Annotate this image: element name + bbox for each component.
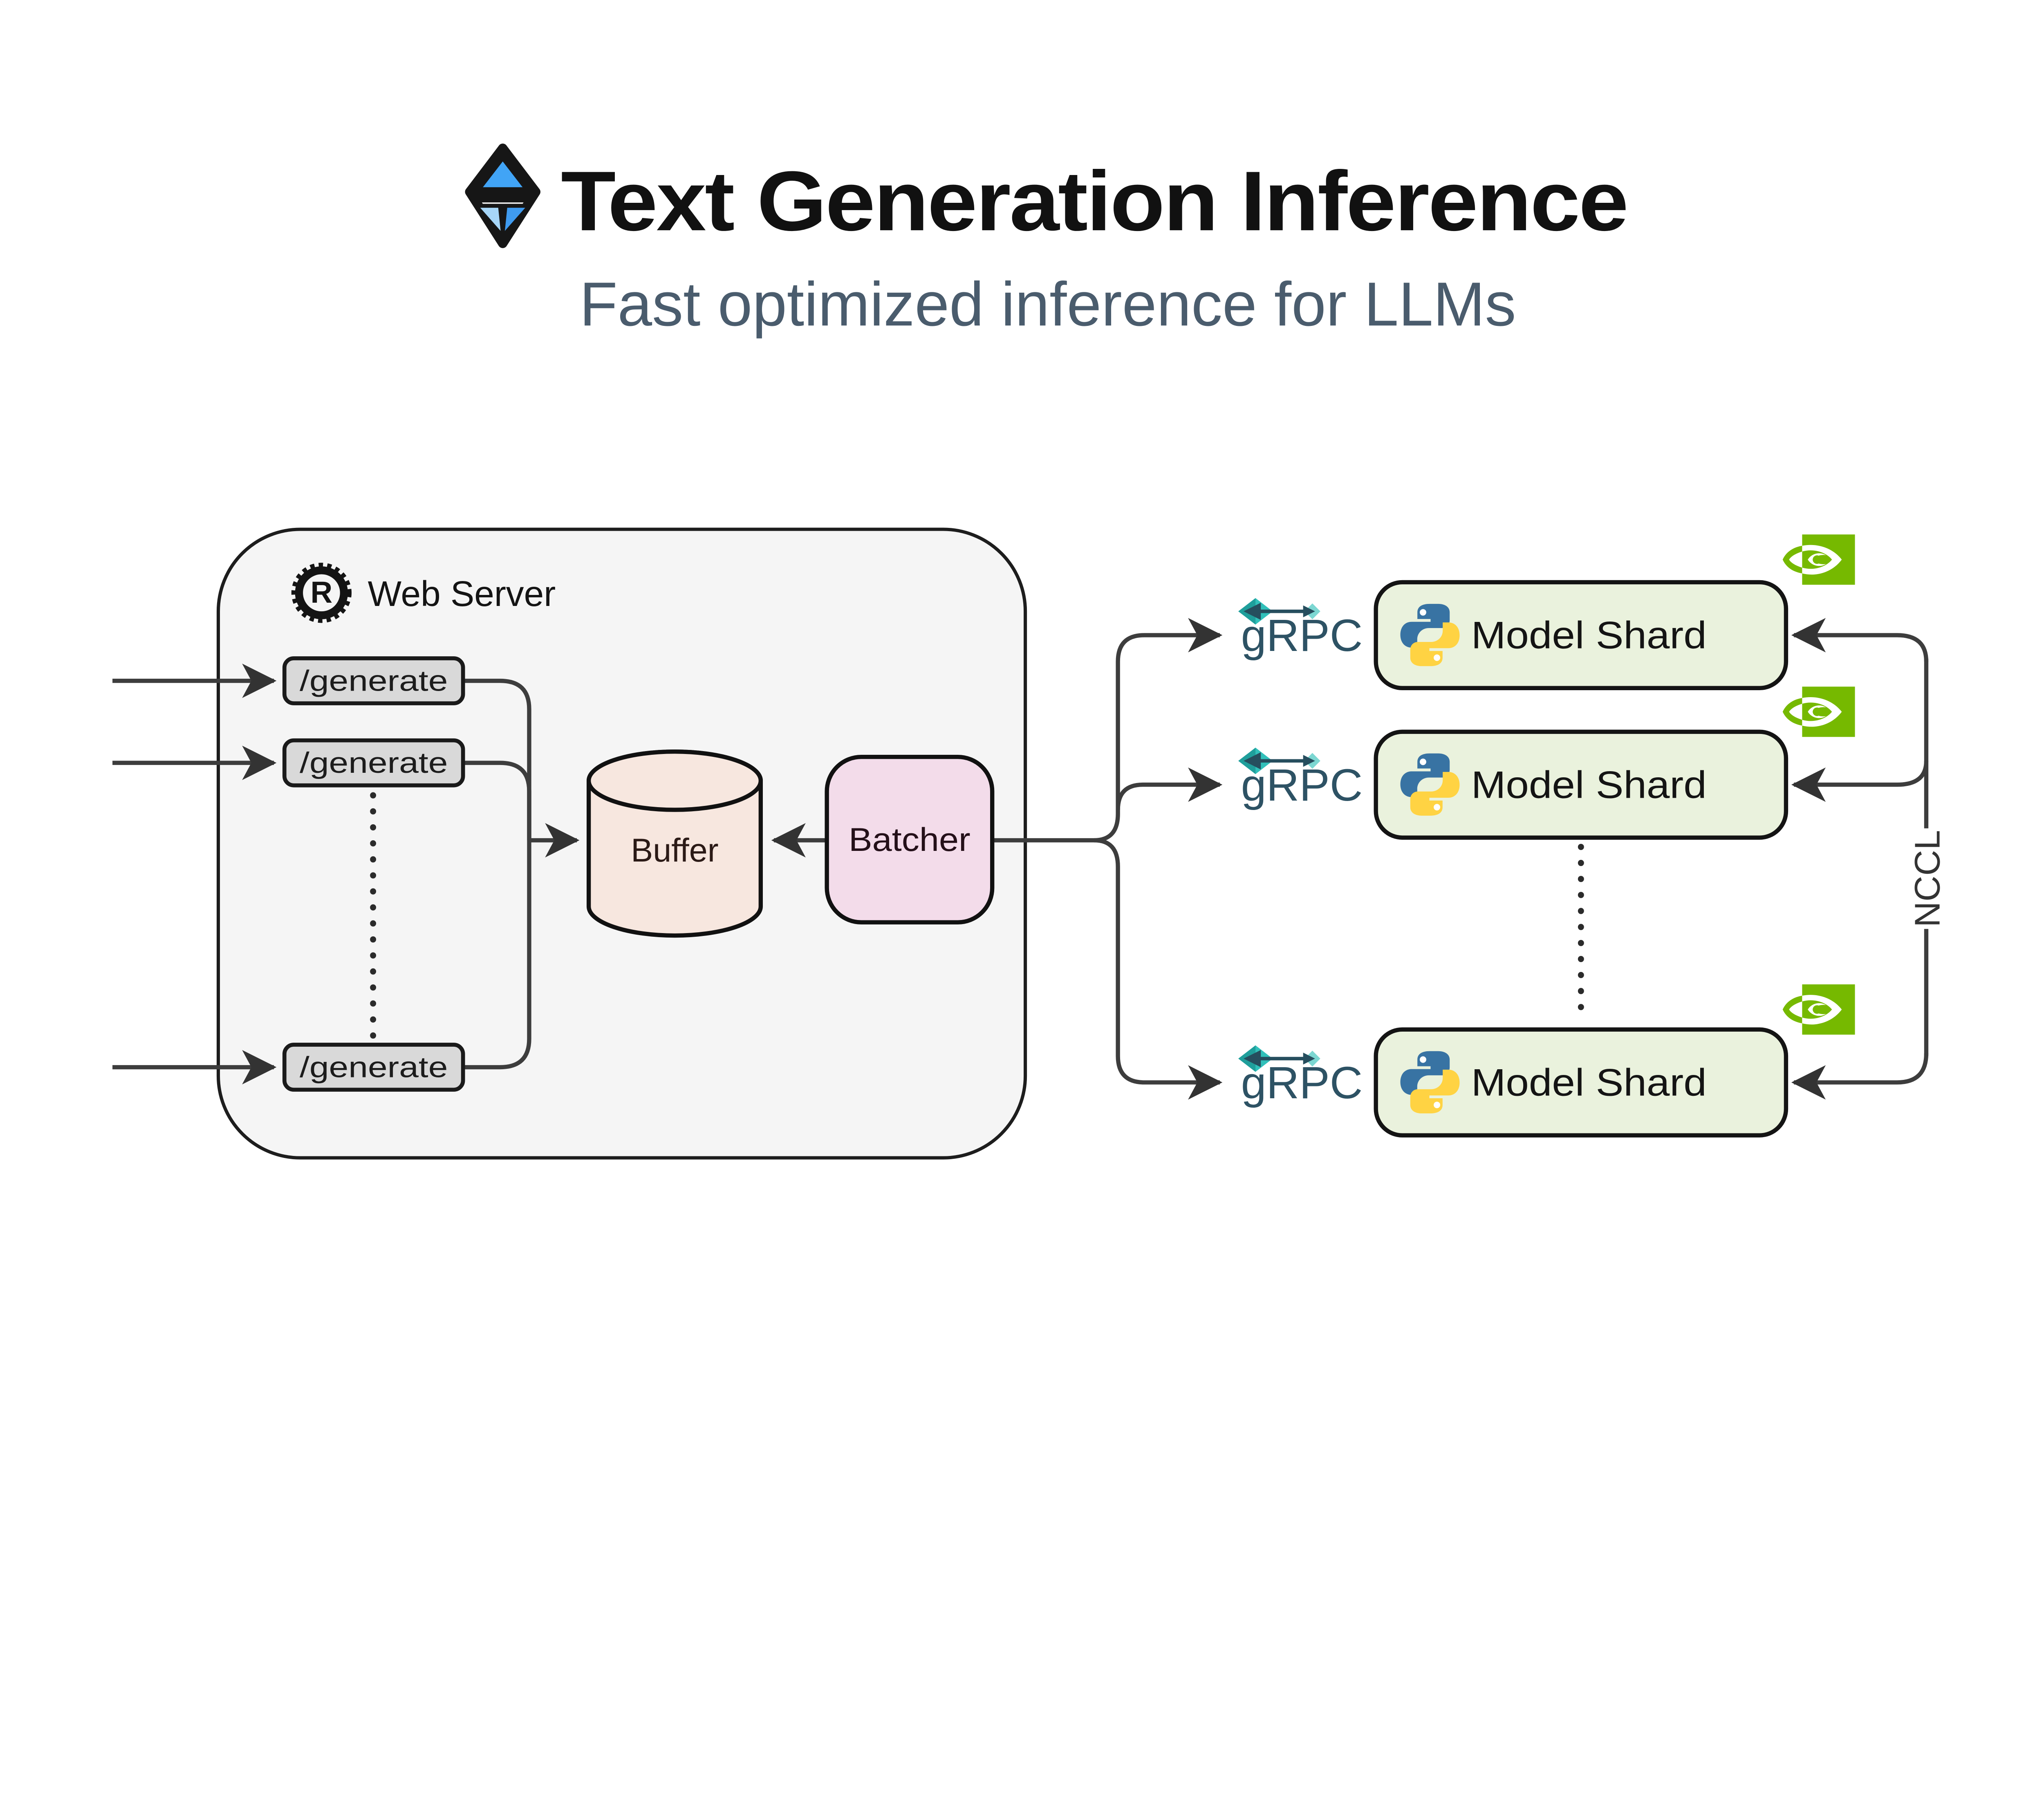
model-shard-label: Model Shard xyxy=(1471,763,1707,806)
web-server-title: Web Server xyxy=(368,574,556,614)
grpc-group: gRPC gRPC gRPC xyxy=(1238,598,1363,1108)
page-title: Text Generation Inference xyxy=(561,154,1627,248)
shard-group: Model Shard Model Shard Model Shard xyxy=(1374,534,1855,1138)
grpc-label: gRPC xyxy=(1241,610,1363,661)
endpoint-group: /generate /generate /generate xyxy=(282,656,465,1092)
nvidia-logo-icon xyxy=(1782,984,1855,1035)
endpoint-label: /generate xyxy=(300,1051,448,1084)
buffer-cylinder: Buffer xyxy=(586,749,763,938)
model-shard-label: Model Shard xyxy=(1471,1061,1707,1104)
endpoint-box-3: /generate xyxy=(282,1043,465,1092)
grpc-label: gRPC xyxy=(1241,1058,1363,1108)
endpoint-label: /generate xyxy=(300,665,448,697)
nccl-label: NCCL xyxy=(1907,830,1947,927)
batcher-box: Batcher xyxy=(825,754,995,924)
header: Text Generation Inference Fast optimized… xyxy=(470,148,1629,339)
endpoint-box-2: /generate xyxy=(282,738,465,788)
ellipsis-dots xyxy=(370,792,1584,1041)
model-shard-box-3: Model Shard xyxy=(1374,1027,1788,1138)
endpoint-label: /generate xyxy=(300,747,448,779)
tgi-logo-icon xyxy=(470,148,536,243)
tgi-architecture-diagram: R Text Generation Inference Fast optimiz… xyxy=(112,144,1948,1160)
buffer-label: Buffer xyxy=(631,832,718,869)
model-shard-box-2: Model Shard xyxy=(1374,729,1788,840)
batcher-label: Batcher xyxy=(849,821,970,858)
model-shard-label: Model Shard xyxy=(1471,614,1707,657)
connectors xyxy=(112,618,1929,1100)
nvidia-logo-icon xyxy=(1782,687,1855,737)
endpoint-box-1: /generate xyxy=(282,656,465,705)
grpc-label: gRPC xyxy=(1241,760,1363,810)
nvidia-logo-icon xyxy=(1782,534,1855,585)
model-shard-box-1: Model Shard xyxy=(1374,580,1788,691)
page-subtitle: Fast optimized inference for LLMs xyxy=(580,269,1516,339)
